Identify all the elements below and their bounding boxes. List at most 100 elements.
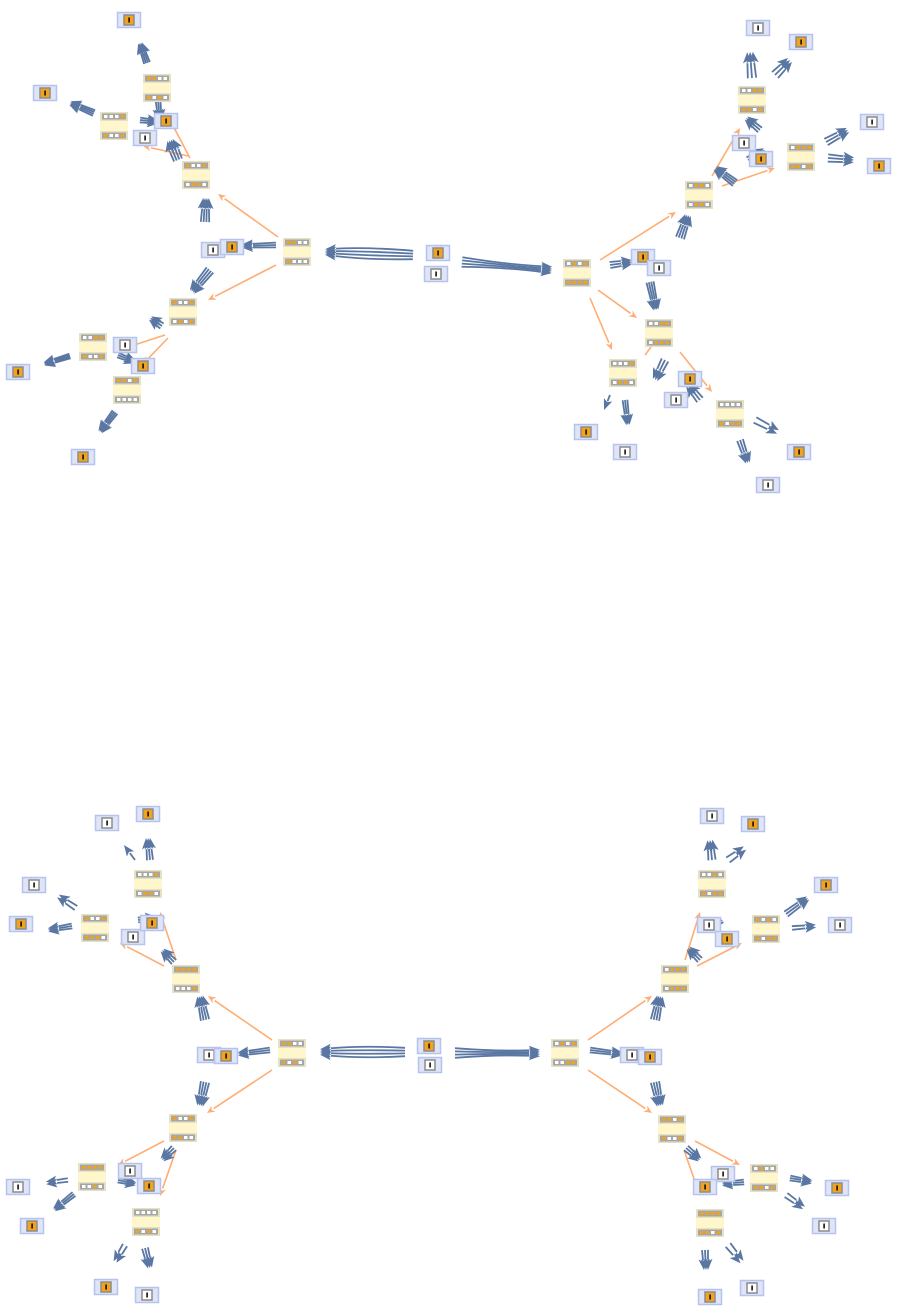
state-node[interactable] [752, 915, 780, 943]
orange-transition [208, 996, 273, 1041]
state-node[interactable] [100, 112, 128, 140]
orange-cell-node[interactable] [813, 876, 839, 894]
state-node[interactable] [113, 376, 141, 404]
state-node[interactable] [738, 86, 766, 114]
white-cell-node[interactable] [120, 928, 146, 946]
state-node[interactable] [169, 298, 197, 326]
orange-cell-node[interactable] [637, 1048, 663, 1066]
transition-arrow [689, 946, 703, 959]
orange-cell-node[interactable] [153, 112, 179, 130]
orange-cell-node[interactable] [19, 1217, 45, 1235]
white-cell-node[interactable] [117, 1162, 143, 1180]
white-cell-node[interactable] [739, 1279, 765, 1297]
orange-cell-node[interactable] [866, 157, 892, 175]
orange-cell-node[interactable] [748, 150, 774, 168]
orange-cell-node[interactable] [32, 84, 58, 102]
orange-cell-node[interactable] [824, 1179, 850, 1197]
orange-cell-node[interactable] [70, 448, 96, 466]
orange-cell-node[interactable] [788, 33, 814, 51]
white-cell-node[interactable] [859, 113, 885, 131]
orange-cell-node[interactable] [5, 363, 31, 381]
state-node[interactable] [79, 333, 107, 361]
initial-white-node[interactable] [423, 265, 449, 283]
orange-cell-node[interactable] [136, 1177, 162, 1195]
transition-arrow [755, 416, 779, 431]
white-cell-node[interactable] [21, 876, 47, 894]
white-cell-node[interactable] [5, 1178, 31, 1196]
state-node[interactable] [787, 143, 815, 171]
state-node[interactable] [551, 1039, 579, 1067]
white-cell-node[interactable] [112, 336, 138, 354]
state-node[interactable] [563, 259, 591, 287]
orange-transition [721, 167, 775, 187]
transition-arrow [117, 1179, 136, 1189]
transition-arrow [70, 100, 96, 112]
state-node[interactable] [645, 319, 673, 347]
state-node[interactable] [132, 1208, 160, 1236]
white-cell-node[interactable] [811, 1217, 837, 1235]
state-node[interactable] [716, 400, 744, 428]
orange-cell-node[interactable] [573, 423, 599, 441]
transition-arrow [652, 358, 663, 379]
state-node[interactable] [134, 870, 162, 898]
white-cell-node[interactable] [612, 443, 638, 461]
state-node[interactable] [169, 1114, 197, 1142]
orange-cell-node[interactable] [786, 443, 812, 461]
white-cell-node[interactable] [710, 1165, 736, 1183]
white-cell-node[interactable] [731, 134, 757, 152]
white-cell-node[interactable] [134, 1286, 160, 1304]
state-node[interactable] [750, 1164, 778, 1192]
orange-cell-node[interactable] [135, 805, 161, 823]
state-node[interactable] [661, 965, 689, 993]
state-node[interactable] [698, 870, 726, 898]
state-node[interactable] [278, 1039, 306, 1067]
state-node[interactable] [78, 1163, 106, 1191]
center-right-transitions [454, 1051, 540, 1061]
transition-arrow [140, 1248, 150, 1269]
white-cell-node[interactable] [663, 391, 689, 409]
orange-cell-node[interactable] [740, 815, 766, 833]
orange-cell-node[interactable] [130, 357, 156, 375]
state-node[interactable] [143, 74, 171, 102]
white-cell-node[interactable] [132, 129, 158, 147]
initial-orange-node[interactable] [416, 1037, 442, 1055]
transition-arrow [610, 261, 633, 271]
orange-cell-node[interactable] [93, 1278, 119, 1296]
transition-arrow [589, 1050, 622, 1059]
transition-arrow [160, 1145, 173, 1159]
transition-arrow [70, 102, 95, 113]
white-cell-node[interactable] [696, 916, 722, 934]
state-node[interactable] [283, 238, 311, 266]
orange-cell-node[interactable] [213, 1047, 239, 1065]
transition-arrow [709, 839, 719, 860]
state-node[interactable] [609, 359, 637, 387]
state-node[interactable] [81, 914, 109, 942]
transition-arrow [53, 1191, 74, 1209]
orange-cell-node[interactable] [714, 930, 740, 948]
white-cell-node[interactable] [827, 916, 853, 934]
white-cell-node[interactable] [94, 814, 120, 832]
white-cell-node[interactable] [699, 807, 725, 825]
transition-arrow [58, 894, 78, 907]
transition-arrow [113, 1243, 124, 1262]
orange-cell-node[interactable] [697, 1288, 723, 1306]
state-node[interactable] [658, 1115, 686, 1143]
orange-cell-node[interactable] [116, 11, 142, 29]
initial-orange-node[interactable] [425, 244, 451, 262]
orange-cell-node[interactable] [692, 1178, 718, 1196]
state-node[interactable] [685, 181, 713, 209]
transition-arrow [698, 1250, 708, 1271]
orange-cell-node[interactable] [8, 915, 34, 933]
white-cell-node[interactable] [745, 19, 771, 37]
initial-white-node[interactable] [417, 1056, 443, 1074]
state-node[interactable] [696, 1209, 724, 1237]
orange-cell-node[interactable] [677, 370, 703, 388]
state-node[interactable] [182, 161, 210, 189]
transition-arrow [147, 837, 156, 860]
orange-cell-node[interactable] [139, 914, 165, 932]
white-cell-node[interactable] [755, 476, 781, 494]
state-node[interactable] [172, 965, 200, 993]
transition-arrow [827, 132, 850, 146]
orange-cell-node[interactable] [219, 238, 245, 256]
white-cell-node[interactable] [646, 259, 672, 277]
